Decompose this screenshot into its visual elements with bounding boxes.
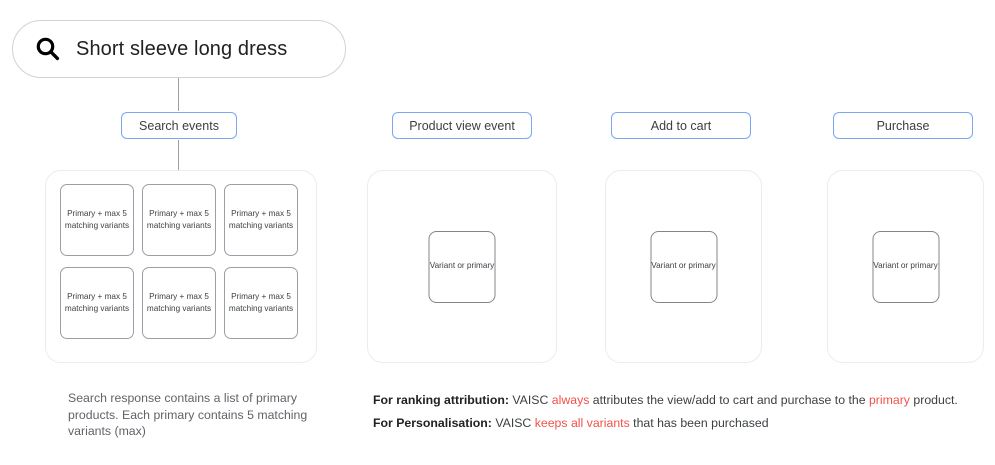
annotation-personalisation-part2: that has been purchased bbox=[629, 416, 769, 430]
stage-label-add-to-cart[interactable]: Add to cart bbox=[611, 112, 751, 139]
annotation-ranking-attribution: For ranking attribution: VAISC always at… bbox=[373, 392, 958, 409]
annotation-personalisation-lead: For Personalisation: bbox=[373, 416, 492, 430]
annotation-ranking-lead: For ranking attribution: bbox=[373, 393, 509, 407]
stage-label-purchase[interactable]: Purchase bbox=[833, 112, 973, 139]
stage-label-product-view[interactable]: Product view event bbox=[392, 112, 532, 139]
annotation-personalisation-highlight: keeps all variants bbox=[534, 416, 630, 430]
search-query-text: Short sleeve long dress bbox=[76, 37, 288, 60]
primary-variant-card: Primary + max 5 matching variants bbox=[142, 184, 216, 256]
stage-box-add-to-cart: Variant or primary bbox=[605, 170, 762, 363]
connector-line-top bbox=[178, 78, 180, 111]
variant-or-primary-card: Variant or primary bbox=[872, 230, 939, 303]
annotation-ranking-part2: attributes the view/add to cart and purc… bbox=[589, 393, 869, 407]
annotation-ranking-highlight-primary: primary bbox=[868, 393, 910, 407]
connector-line-bottom bbox=[178, 140, 180, 172]
primary-variant-card: Primary + max 5 matching variants bbox=[60, 184, 134, 256]
stage-box-product-view: Variant or primary bbox=[367, 170, 557, 363]
search-icon bbox=[36, 37, 60, 61]
variant-or-primary-card: Variant or primary bbox=[650, 230, 717, 303]
annotation-personalisation-part1: VAISC bbox=[491, 416, 535, 430]
primary-variant-card: Primary + max 5 matching variants bbox=[60, 267, 134, 339]
search-bar[interactable]: Short sleeve long dress bbox=[12, 20, 346, 78]
primary-variant-card: Primary + max 5 matching variants bbox=[224, 184, 298, 256]
caption-search-response: Search response contains a list of prima… bbox=[68, 391, 308, 438]
primary-variant-card: Primary + max 5 matching variants bbox=[142, 267, 216, 339]
primary-variant-card: Primary + max 5 matching variants bbox=[224, 267, 298, 339]
annotation-ranking-highlight-always: always bbox=[551, 393, 590, 407]
stage-label-search-events[interactable]: Search events bbox=[121, 112, 237, 139]
annotation-personalisation: For Personalisation: VAISC keeps all var… bbox=[373, 415, 769, 432]
annotation-ranking-part3: product. bbox=[909, 393, 958, 407]
stage-box-purchase: Variant or primary bbox=[827, 170, 984, 363]
variant-or-primary-card: Variant or primary bbox=[428, 230, 496, 303]
annotation-ranking-part1: VAISC bbox=[508, 393, 552, 407]
